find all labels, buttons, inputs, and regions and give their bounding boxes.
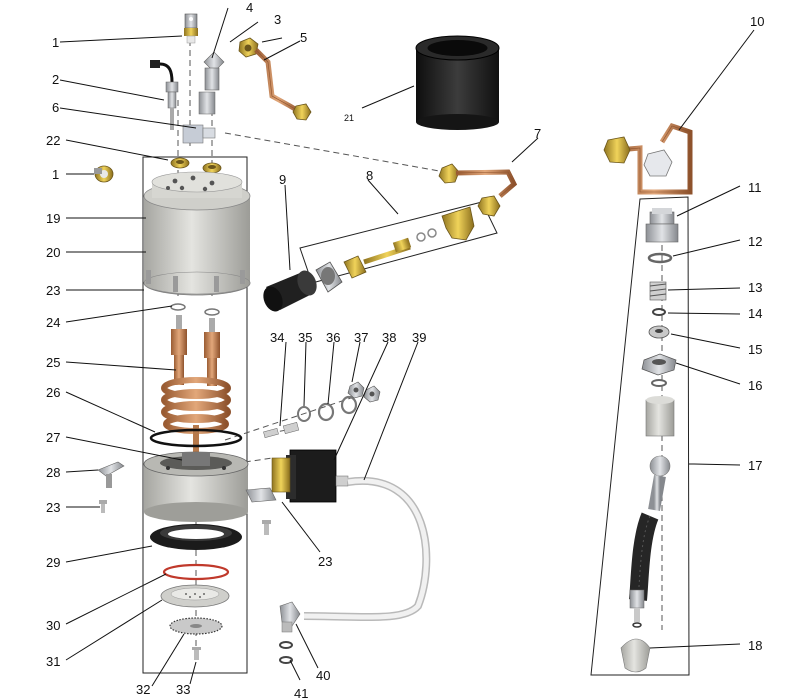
label-18: 18 xyxy=(748,638,762,653)
boiler-assembly-frame xyxy=(142,156,248,674)
callout-labels: 1 2 3 4 5 6 7 8 9 10 11 12 13 14 15 16 1… xyxy=(46,0,764,700)
label-14: 14 xyxy=(748,306,762,321)
label-38: 38 xyxy=(382,330,396,345)
label-26: 26 xyxy=(46,385,60,400)
label-7: 7 xyxy=(534,126,541,141)
part-18-steam-tip xyxy=(620,638,651,673)
label-33: 33 xyxy=(176,682,190,697)
part-32-screen xyxy=(169,617,223,635)
part-2-sensor xyxy=(150,60,179,130)
part-7-copper-pipe xyxy=(438,163,518,198)
label-15: 15 xyxy=(748,342,762,357)
label-24: 24 xyxy=(46,315,60,330)
part-4-elbow-fitting xyxy=(203,51,225,91)
part-23-screw-left xyxy=(99,500,107,513)
part-22-brass-nuts xyxy=(170,157,222,174)
label-23-left: 23 xyxy=(46,500,60,515)
label-41: 41 xyxy=(294,686,308,700)
label-3: 3 xyxy=(274,12,281,27)
steam-wand-frame xyxy=(590,196,690,676)
leader-lines xyxy=(59,7,755,687)
label-25: 25 xyxy=(46,355,60,370)
label-9: 9 xyxy=(279,172,286,187)
label-20: 20 xyxy=(46,245,60,260)
part-15-washer xyxy=(648,325,670,339)
part-8-valve-assembly xyxy=(315,195,501,293)
label-35: 35 xyxy=(298,330,312,345)
part-37-nuts xyxy=(347,381,381,403)
label-36: 36 xyxy=(326,330,340,345)
part-26-oring xyxy=(149,428,243,448)
part-28-bracket xyxy=(97,461,125,488)
part-23-screw-valve xyxy=(262,520,271,535)
part-24-washers xyxy=(170,303,220,316)
part-29-gasket xyxy=(150,524,242,550)
part-31-shower-plate xyxy=(160,584,230,608)
label-32: 32 xyxy=(136,682,150,697)
part-38-solenoid-valve xyxy=(245,449,349,503)
label-4: 4 xyxy=(246,0,253,15)
label-23-valve: 23 xyxy=(318,554,332,569)
part-30-oring xyxy=(162,563,230,581)
part-34-pins xyxy=(263,422,300,439)
part-6-adapter xyxy=(182,91,216,144)
part-33-screw xyxy=(192,647,201,660)
label-21: 21 xyxy=(344,113,354,123)
label-19: 19 xyxy=(46,211,60,226)
label-1-side: 1 xyxy=(52,167,59,182)
label-11: 11 xyxy=(748,180,762,195)
label-31: 31 xyxy=(46,654,60,669)
part-11-fitting xyxy=(645,208,679,243)
part-41-washers xyxy=(279,641,293,664)
part-35-washer xyxy=(297,406,311,422)
part-36-washers xyxy=(317,395,358,422)
label-16: 16 xyxy=(748,378,762,393)
part-39-hose xyxy=(303,476,431,622)
label-34: 34 xyxy=(270,330,284,345)
label-5: 5 xyxy=(300,30,307,45)
label-39: 39 xyxy=(412,330,426,345)
assembly-dashed-lines xyxy=(177,40,663,660)
part-9-black-knob xyxy=(263,270,317,312)
part-16-nut xyxy=(641,353,677,387)
label-37: 37 xyxy=(354,330,368,345)
part-17-wand-body xyxy=(629,396,675,628)
label-1-top: 1 xyxy=(52,35,59,50)
part-5-copper-pipe-top xyxy=(254,48,312,121)
label-27: 27 xyxy=(46,430,60,445)
part-40-elbow xyxy=(279,601,301,633)
part-13-spring xyxy=(649,281,667,301)
label-13: 13 xyxy=(748,280,762,295)
label-29: 29 xyxy=(46,555,60,570)
label-30: 30 xyxy=(46,618,60,633)
part-25-heating-element xyxy=(161,315,231,455)
part-21-black-sleeve xyxy=(415,35,500,130)
part-3-brass-nut xyxy=(238,37,259,58)
label-23-top: 23 xyxy=(46,283,60,298)
label-6: 6 xyxy=(52,100,59,115)
part-27-group-head xyxy=(143,451,249,522)
label-22: 22 xyxy=(46,133,60,148)
part-19-20-boiler xyxy=(143,171,251,296)
part-14-oring xyxy=(652,308,666,316)
part-12-washer xyxy=(647,252,673,264)
label-40: 40 xyxy=(316,668,330,683)
part-1-top-fitting xyxy=(184,13,198,44)
label-12: 12 xyxy=(748,234,762,249)
label-28: 28 xyxy=(46,465,60,480)
label-10: 10 xyxy=(750,14,764,29)
label-17: 17 xyxy=(748,458,762,473)
part-1-side-fitting xyxy=(94,165,114,183)
label-2: 2 xyxy=(52,72,59,87)
part-10-steam-pipe xyxy=(603,123,693,195)
label-8: 8 xyxy=(366,168,373,183)
part-23-bolts-top xyxy=(146,270,245,292)
